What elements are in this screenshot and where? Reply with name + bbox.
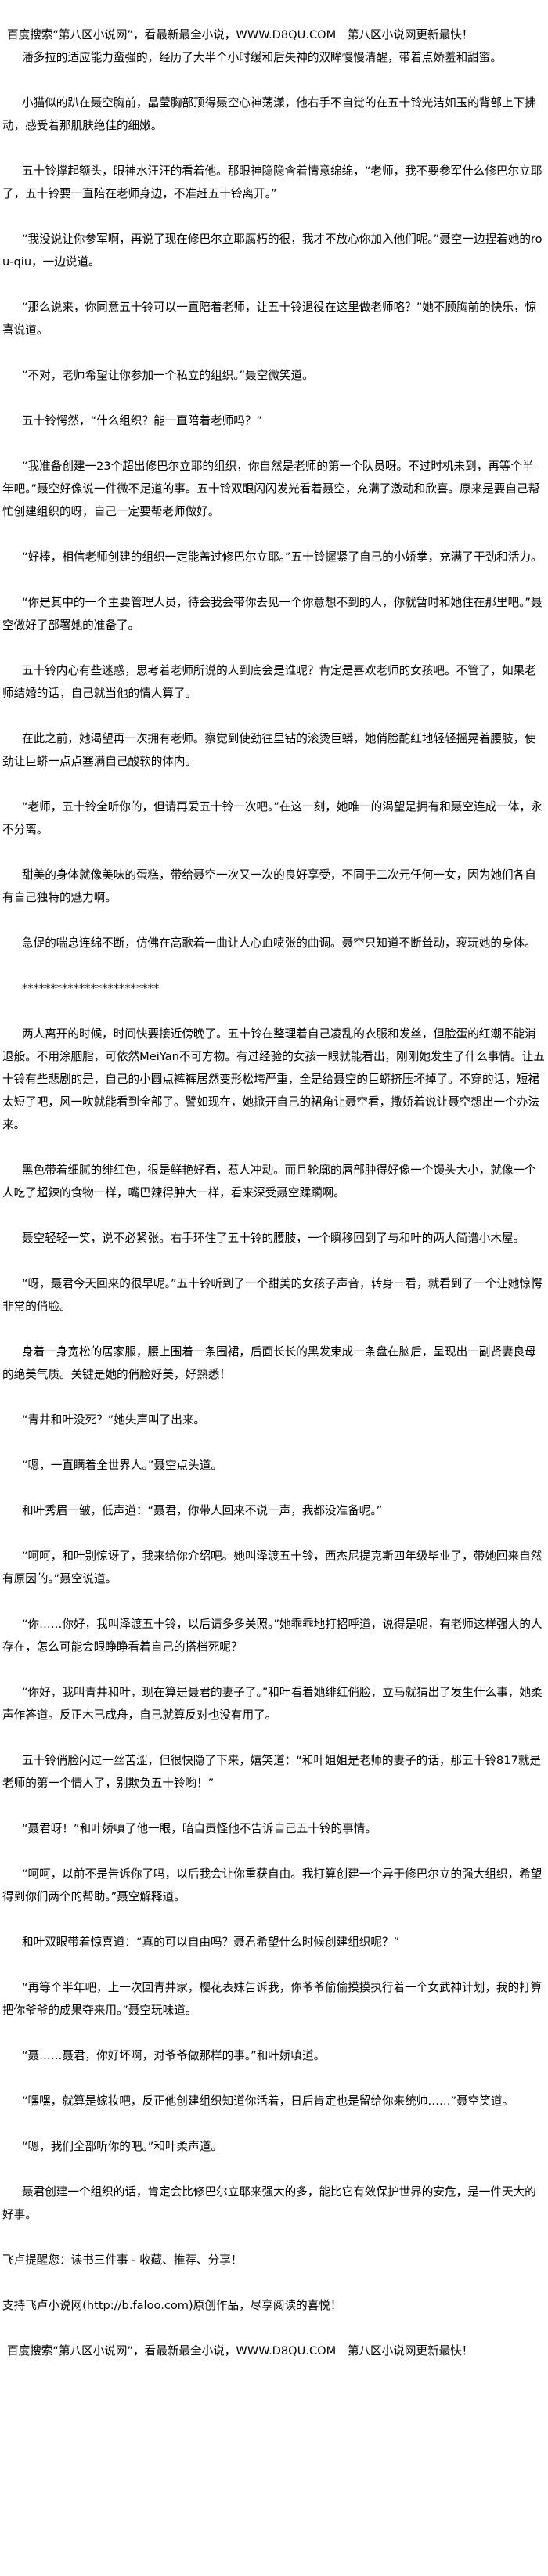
paragraph: 两人离开的时候，时间快要接近傍晚了。五十铃在整理着自己凌乱的衣服和发丝，但脸蛋的… (2, 1027, 545, 1131)
paragraph: “聂君呀！”和叶娇嗔了他一眼，暗自责怪他不告诉自己五十铃的事情。 (22, 1822, 377, 1835)
paragraph: “嘿嘿，就算是嫁妆吧，反正他创建组织知道你活着，日后肯定也是留给你来统帅……”聂… (22, 2094, 514, 2108)
paragraph: 聂君创建一个组织的话，肯定会比修巴尔立耶来强大的多，能比它有效保护世界的安危，是… (2, 2185, 536, 2221)
paragraph: “那么说来，你同意五十铃可以一直陪着老师，让五十铃退役在这里做老师咯？”她不顾胸… (2, 301, 537, 337)
paragraph: “呵呵，和叶别惊讶了，我来给你介绍吧。她叫泽渡五十铃，西杰尼提克斯四年级毕业了，… (2, 1550, 543, 1586)
paragraph: 甜美的身体就像美味的蛋糕，带给聂空一次又一次的良好享受，不同于二次元任何一女，因… (2, 868, 536, 904)
paragraph: “嗯，一直瞒着全世界人。”聂空点头道。 (22, 1459, 222, 1472)
paragraph: “再等个半年吧，上一次回青井家，樱花表妹告诉我，你爷爷偷偷摸摸执行着一个女武神计… (2, 1981, 543, 2017)
paragraph: 黑色带着细腻的绯红色，很是鲜艳好看，惹人冲动。而且轮廓的唇部肿得好像一个馒头大小… (2, 1164, 536, 1200)
paragraph: 在此之前，她渴望再一次拥有老师。察觉到使劲往里钻的滚烫巨蟒，她俏脸酡红地轻轻摇晃… (2, 732, 536, 768)
paragraph: “你是其中的一个主要管理人员，待会我会带你去见一个你意想不到的人，你就暂时和她住… (2, 596, 543, 632)
paragraph: 五十铃内心有些迷惑，思考着老师所说的人到底会是谁呢？肯定是喜欢老师的女孩吧。不管… (2, 664, 536, 700)
paragraph: 五十铃俏脸闪过一丝苦涩，但很快隐了下来，嬉笑道：“和叶姐姐是老师的妻子的话，那五… (2, 1754, 541, 1790)
paragraph: 和叶双眼带着惊喜道：“真的可以自由吗？聂君希望什么时候创建组织呢？” (22, 1936, 400, 1949)
site-banner-bottom: 百度搜索“第八区小说网”，看最新最全小说，WWW.D8QU.COM 第八区小说网… (7, 2344, 474, 2358)
paragraph: “老师，五十铃全听你的，但请再爱五十铃一次吧。”在这一刻，她唯一的渴望是拥有和聂… (2, 800, 543, 836)
paragraph: 五十铃愕然，“什么组织？能一直陪着老师吗？” (22, 414, 262, 428)
paragraph: 身着一身宽松的居家服，腰上围着一条围裙，后面长长的黑发束成一条盘在脑后，呈现出一… (2, 1345, 536, 1381)
paragraph: “不对，老师希望让你参加一个私立的组织。”聂空微笑道。 (22, 369, 314, 382)
chapter-content: 潘多拉的适应能力蛮强的，经历了大半个小时缓和后失神的双眸慢慢清醒，带着点娇羞和甜… (2, 46, 545, 2226)
paragraph: “呵呵，以前不是告诉你了吗，以后我会让你重获自由。我打算创建一个异于修巴尔立的强… (2, 1867, 543, 1903)
paragraph: 潘多拉的适应能力蛮强的，经历了大半个小时缓和后失神的双眸慢慢清醒，带着点娇羞和甜… (22, 51, 502, 64)
paragraph: “你……你好，我叫泽渡五十铃，以后请多多关照。”她乖乖地打招呼道，说得是呢，有老… (2, 1618, 543, 1654)
paragraph: “青井和叶没死？”她失声叫了出来。 (22, 1413, 206, 1427)
paragraph: 和叶秀眉一皱，低声道：“聂君，你带人回来不说一声，我都没准备呢。” (22, 1504, 383, 1517)
paragraph: “呀，聂君今天回来的很早呢。”五十铃听到了一个甜美的女孩子声音，转身一看，就看到… (2, 1277, 543, 1313)
paragraph: 急促的喘息连绵不断，仿佛在高歌着一曲让人心血喷张的曲调。聂空只知道不断耸动，亵玩… (22, 936, 536, 950)
paragraph: “好棒，相信老师创建的组织一定能盖过修巴尔立耶。”五十铃握紧了自己的小娇拳，充满… (22, 550, 543, 564)
paragraph: 五十铃撑起额头，眼神水汪汪的看着他。那眼神隐隐含着情意绵绵，“老师，我不要参军什… (2, 164, 543, 200)
paragraph: “嗯，我们全部听你的吧。”和叶柔声道。 (22, 2140, 222, 2153)
paragraph: “我没说让你参军啊，再说了现在修巴尔立耶腐朽的很，我才不放心你加入他们呢。”聂空… (2, 233, 543, 269)
paragraph: “我准备创建一23个超出修巴尔立耶的组织，你自然是老师的第一个队员呀。不过时机未… (2, 460, 540, 518)
footer-reminder: 飞卢提醒您：读书三件事 - 收藏、推荐、分享！ (2, 2253, 243, 2267)
paragraph: 聂空轻轻一笑，说不必紧张。右手环住了五十铃的腰肢，一个瞬移回到了与和叶的两人简谱… (22, 1232, 525, 1245)
paragraph: “你好，我叫青井和叶，现在算是聂君的妻子了。”和叶看着她绯红俏脸，立马就猜出了发… (2, 1686, 543, 1722)
paragraph: “聂……聂君，你好坏啊，对爷爷做那样的事。”和叶娇嗔道。 (22, 2049, 326, 2062)
paragraph: 小猫似的趴在聂空胸前，晶莹胸部顶得聂空心神荡漾，他右手不自觉的在五十铃光洁如玉的… (2, 96, 536, 132)
footer-support-link[interactable]: 支持飞卢小说网(http://b.faloo.com)原创作品，尽享阅读的喜悦！ (2, 2299, 342, 2312)
site-banner-top: 百度搜索“第八区小说网”，看最新最全小说，WWW.D8QU.COM 第八区小说网… (7, 28, 474, 41)
section-separator: ************************ (22, 982, 160, 995)
